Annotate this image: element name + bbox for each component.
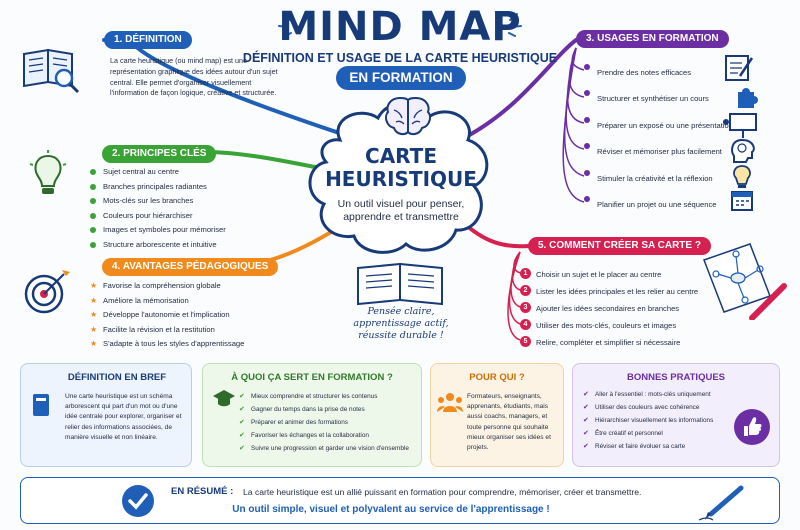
people-group-icon [437,393,463,412]
usages-icons [722,54,762,214]
avantage-item: Facilite la révision et la restitution [90,323,244,338]
presentation-board-icon [723,113,757,138]
mindmap-paper-pencil-icon [703,243,787,320]
principe-item: Mots-clés sur les branches [90,194,226,209]
avantage-item: Favorise la compréhension globale [90,279,244,294]
notepad-icon [725,55,754,81]
principe-item: Branches principales radiantes [90,180,226,195]
card-definition-bref: DÉFINITION EN BREF Une carte heuristique… [20,363,192,467]
card-bref-title: DÉFINITION EN BREF [67,372,167,383]
creer-step: 3 Ajouter les idées secondaires en branch… [520,300,698,317]
bonne-pratique-item: Réviser et faire évoluer sa carte [583,440,713,453]
principe-item: Couleurs pour hiérarchiser [90,209,226,224]
branch-avantages-header: 4. AVANTAGES PÉDAGOGIQUES [102,258,279,276]
usage-item: Structurer et synthétiser un cours [584,86,733,112]
resume-text: La carte heuristique est un allié puissa… [243,487,642,497]
creer-step-text: Utiliser des mots-clés, couleurs et imag… [536,321,677,330]
creer-step: 5 Relire, compléter et simplifier si néce… [520,334,698,351]
aquoi-item: Préparer et animer des formations [239,416,409,429]
slogan: Pensée claire, apprentissage actif, réus… [353,306,449,341]
creer-sublines [507,251,521,341]
usage-item: Prendre des notes efficaces [584,60,733,86]
creer-step-text: Relire, compléter et simplifier si néces… [536,338,681,347]
checkmark-circle-icon [122,485,154,517]
page-subtitle: DÉFINITION ET USAGE DE LA CARTE HEURISTI… [242,51,558,65]
resume-tagline: Un outil simple, visuel et polyvalent au… [232,504,550,515]
creer-step: 1 Choisir un sujet et le placer au centre [520,266,698,283]
branch-principes-header: 2. PRINCIPES CLÉS [102,145,217,163]
principe-item: Images et symboles pour mémoriser [90,223,226,238]
usage-item: Préparer un exposé ou une présentation [584,113,733,139]
card-pourqui-title: POUR QUI ? [469,372,525,383]
pen-icon [698,485,744,521]
link-principes [203,150,332,172]
branch-usages-header: 3. USAGES EN FORMATION [576,30,729,48]
book-icon [33,394,49,416]
usage-item: Stimuler la créativité et la réflexion [584,166,733,192]
aquoi-list: Mieux comprendre et structurer les conte… [239,390,409,455]
calendar-icon [731,191,753,211]
page-title: MIND MAP [278,4,522,50]
creer-step-text: Choisir un sujet et le placer au centre [536,270,662,279]
creer-step-text: Lister les idées principales et les reli… [536,287,699,296]
graduation-cap-icon [213,390,235,407]
step-number-badge: 2 [520,285,531,296]
bonne-pratique-item: Être créatif et personnel [583,427,713,440]
bonnes-list: Aller à l'essentiel : mots-clés uniqueme… [583,388,713,453]
target-icon [24,270,70,314]
bonne-pratique-item: Aller à l'essentiel : mots-clés uniqueme… [583,388,713,401]
branch-definition-header: 1. DÉFINITION [104,31,192,49]
creer-step: 4 Utiliser des mots-clés, couleurs et ima… [520,317,698,334]
avantage-item: S'adapte à tous les styles d'apprentissa… [90,337,244,352]
thumbs-up-icon [734,409,770,445]
usages-sublines [562,47,585,203]
avantages-list: Favorise la compréhension globaleAmélior… [90,279,244,352]
branch-creer-header: 5. COMMENT CRÉER SA CARTE ? [528,237,711,255]
definition-text: La carte heuristique (ou mind map) est u… [110,56,278,98]
creer-step: 2 Lister les idées principales et les rel… [520,283,698,300]
sparkles-icon [278,13,522,37]
usage-item: Planifier un projet ou une séquence [584,192,733,218]
formation-pill: EN FORMATION [336,66,466,90]
aquoi-item: Suivre une progression et garder une vis… [239,442,409,455]
usage-item: Réviser et mémoriser plus facilement [584,139,733,165]
step-number-badge: 5 [520,336,531,347]
card-a-quoi-ca-sert: À QUOI ÇA SERT EN FORMATION ? Mieux comp… [202,363,422,467]
card-pourqui-text: Formateurs, enseignants, apprenants, étu… [467,393,551,452]
card-bonnes-title: BONNES PRATIQUES [626,372,725,383]
step-number-badge: 1 [520,268,531,279]
aquoi-item: Mieux comprendre et structurer les conte… [239,390,409,403]
card-pour-qui: POUR QUI ? Formateurs, enseignants, appr… [430,363,564,467]
center-subtitle: Un outil visuel pour penser, apprendre e… [337,198,465,223]
center-title: CARTE HEURISTIQUE [325,144,477,191]
aquoi-item: Gagner du temps dans la prise de notes [239,403,409,416]
card-bref-text: Une carte heuristique est un schéma arbo… [65,393,182,441]
step-number-badge: 3 [520,302,531,313]
open-book-icon [357,262,443,306]
card-bonnes-pratiques: BONNES PRATIQUES Aller à l'essentiel : m… [572,363,780,467]
puzzle-icon [738,88,758,108]
avantage-item: Développe l'autonomie et l'implication [90,308,244,323]
card-aquoi-title: À QUOI ÇA SERT EN FORMATION ? [231,372,393,383]
step-number-badge: 4 [520,319,531,330]
creer-list: 1 Choisir un sujet et le placer au centre… [520,266,698,351]
resume-banner: EN RÉSUMÉ : La carte heuristique est un … [20,477,780,524]
brain-icon [385,96,431,136]
bonne-pratique-item: Utiliser des couleurs avec cohérence [583,401,713,414]
link-usages [458,38,578,142]
resume-label: EN RÉSUMÉ : [171,486,234,497]
book-magnifier-icon [23,48,80,94]
head-brain-icon [731,138,755,163]
avantage-item: Améliore la mémorisation [90,294,244,309]
bonne-pratique-item: Hiérarchiser visuellement les informatio… [583,414,713,427]
idea-lightbulb-icon [733,165,751,188]
creer-step-text: Ajouter les idées secondaires en branche… [536,304,680,313]
lightbulb-icon [29,150,67,194]
principe-item: Sujet central au centre [90,165,226,180]
aquoi-item: Favoriser les échanges et la collaborati… [239,429,409,442]
principe-item: Structure arborescente et intuitive [90,238,226,253]
